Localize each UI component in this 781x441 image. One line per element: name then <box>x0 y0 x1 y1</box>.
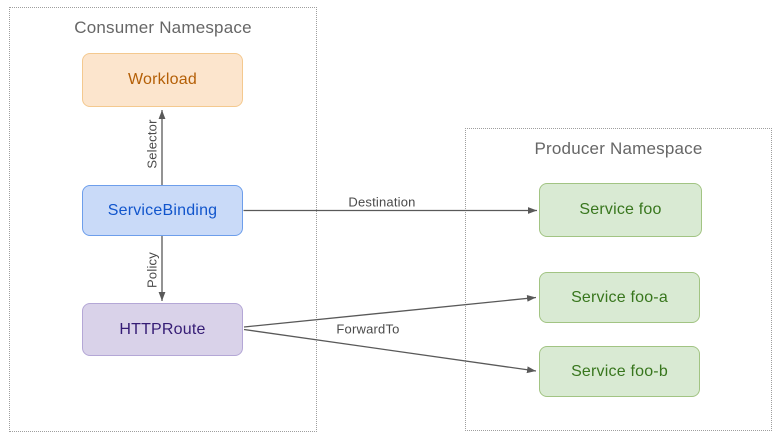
node-service-foo-a: Service foo-a <box>539 272 700 323</box>
node-httproute: HTTPRoute <box>82 303 243 356</box>
edge-destination-label: Destination <box>348 194 416 210</box>
node-service-foo-b: Service foo-b <box>539 346 700 397</box>
edge-forwardto-label: ForwardTo <box>336 321 400 337</box>
node-service-foo: Service foo <box>539 183 702 237</box>
node-workload: Workload <box>82 53 243 107</box>
edge-policy-label: Policy <box>144 252 160 288</box>
node-servicebinding: ServiceBinding <box>82 185 243 236</box>
consumer-namespace-box: Consumer Namespace <box>9 7 317 432</box>
producer-namespace-title: Producer Namespace <box>534 139 703 158</box>
producer-namespace-box: Producer Namespace <box>465 128 772 431</box>
edge-selector-label: Selector <box>144 119 160 169</box>
consumer-namespace-title: Consumer Namespace <box>74 18 252 37</box>
